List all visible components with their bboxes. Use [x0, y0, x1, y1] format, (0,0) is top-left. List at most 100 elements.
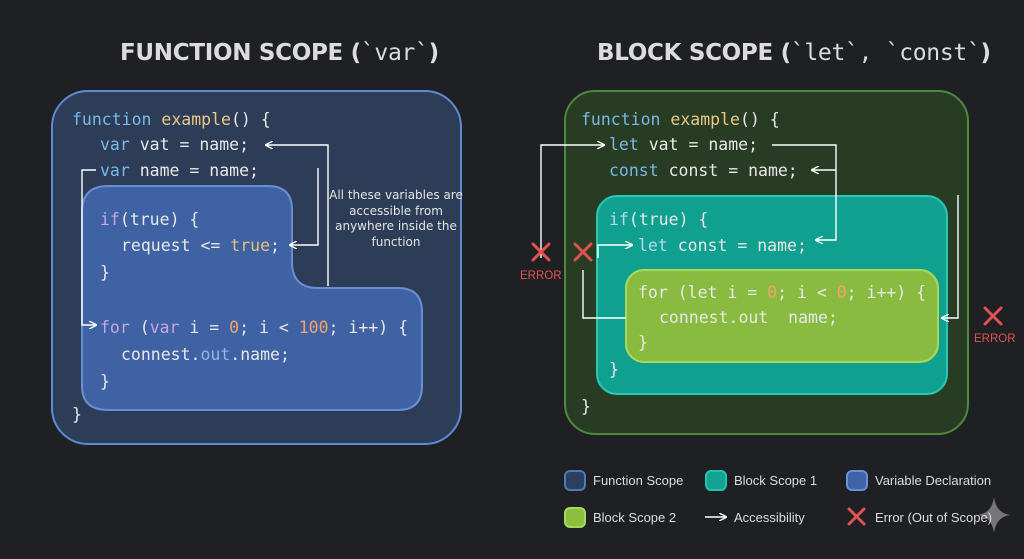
code-text: ; i++) {: [328, 318, 409, 337]
left-title-end: ): [428, 40, 440, 66]
right-code-line-1: function example() {: [581, 110, 780, 130]
code-text: (: [129, 318, 150, 337]
right-title-text: BLOCK SCOPE (: [597, 40, 791, 66]
legend-label-function-scope: Function Scope: [593, 473, 684, 488]
keyword: for: [100, 318, 130, 337]
keyword: if: [100, 210, 120, 229]
right-title-keywords: `let`, `const`: [790, 40, 981, 66]
keyword: function: [72, 110, 152, 129]
left-code-line-3: var name = name;: [100, 161, 259, 181]
legend-label-block-scope-1: Block Scope 1: [734, 473, 818, 488]
code-text: }: [100, 263, 110, 282]
error-x-icons: [531, 242, 1003, 326]
block-scope-2-box: [625, 269, 939, 363]
keyword: var: [100, 135, 130, 154]
left-code-line-4: if(true) {: [100, 210, 199, 230]
code-text: i =: [179, 318, 230, 337]
code-text: request <=: [121, 236, 231, 255]
number: 0: [767, 283, 778, 302]
left-title-text: FUNCTION SCOPE (: [120, 40, 361, 66]
legend-swatch-variable-declaration: [846, 470, 868, 491]
left-code-line-9: }: [100, 372, 110, 392]
legend-label-variable-declaration: Variable Declaration: [875, 473, 992, 488]
code-text: (: [628, 210, 639, 229]
code-text: }: [581, 397, 591, 416]
right-code-line-9: }: [609, 360, 619, 380]
keyword: if: [609, 210, 629, 229]
literal: true: [638, 210, 679, 229]
right-title: BLOCK SCOPE (`let`, `const`): [597, 40, 991, 66]
code-text: const = name;: [658, 161, 798, 180]
error-x-icon: [531, 242, 551, 262]
code-text: name = name;: [129, 161, 259, 180]
number: 100: [298, 318, 329, 337]
left-accessibility-arrows: [81, 145, 329, 325]
right-code-line-2: let vat = name;: [609, 135, 758, 155]
keyword: var: [100, 161, 130, 180]
legend-swatch-block-scope-1: [705, 470, 727, 491]
code-text: connest.: [121, 345, 201, 364]
code-text: vat = name;: [129, 135, 250, 154]
property: out: [200, 345, 231, 364]
code-text: const = name;: [667, 236, 807, 255]
code-text: (let i =: [667, 283, 768, 302]
left-code-line-6: }: [100, 263, 110, 283]
code-text: }: [609, 360, 619, 379]
code-text: .name;: [230, 345, 290, 364]
code-text: ; i <: [777, 283, 837, 302]
accessibility-note: All these variables are accessible from …: [329, 188, 463, 249]
keyword: const: [609, 161, 659, 180]
number: 0: [836, 283, 847, 302]
error-label-left: ERROR: [520, 270, 562, 282]
right-accessibility-arrows: [540, 145, 959, 318]
code-text: ) {: [678, 210, 709, 229]
left-code-line-1: function example() {: [72, 110, 271, 130]
keyword: function: [581, 110, 661, 129]
right-code-line-10: }: [581, 397, 591, 417]
code-text: connest.out name;: [659, 308, 838, 327]
code-text: (: [119, 210, 130, 229]
legend-swatch-function-scope: [564, 470, 586, 491]
code-text: ; i <: [239, 318, 299, 337]
keyword: let: [638, 236, 668, 255]
error-label-right: ERROR: [974, 333, 1016, 345]
literal: true: [129, 210, 170, 229]
right-code-line-3: const const = name;: [609, 161, 798, 181]
left-code-line-8: connest.out.name;: [121, 345, 290, 365]
legend-label-accessibility: Accessibility: [734, 510, 805, 525]
right-code-line-6: for (let i = 0; i < 0; i++) {: [638, 283, 926, 303]
number: 0: [229, 318, 240, 337]
left-code-line-2: var vat = name;: [100, 135, 249, 155]
legend-swatch-block-scope-2: [564, 507, 586, 528]
code-text: }: [638, 333, 648, 352]
keyword: for: [638, 283, 668, 302]
code-text: ) {: [169, 210, 200, 229]
error-x-icon: [983, 306, 1003, 326]
right-code-line-7: connest.out name;: [659, 308, 838, 328]
code-text: () {: [739, 110, 780, 129]
legend-x-icon: [847, 507, 866, 526]
error-x-icon: [573, 242, 593, 262]
keyword: var: [149, 318, 180, 337]
left-title: FUNCTION SCOPE (`var`): [120, 40, 439, 66]
sparkle-icon: [978, 497, 1010, 533]
legend-label-block-scope-2: Block Scope 2: [593, 510, 677, 525]
function-name: example: [161, 110, 231, 129]
left-code-line-10: }: [72, 405, 82, 425]
code-text: () {: [230, 110, 271, 129]
code-text: ; i++) {: [846, 283, 927, 302]
code-text: }: [100, 372, 110, 391]
legend-label-error: Error (Out of Scope): [875, 510, 993, 525]
function-name: example: [670, 110, 740, 129]
code-text: vat = name;: [638, 135, 759, 154]
right-code-line-8: }: [638, 333, 648, 353]
code-text: ;: [270, 236, 280, 255]
keyword: let: [609, 135, 639, 154]
right-code-line-5: let const = name;: [638, 236, 807, 256]
left-code-line-5: request <= true;: [121, 236, 280, 256]
right-code-line-4: if(true) {: [609, 210, 708, 230]
left-block-scope-box: [81, 185, 423, 411]
code-text: }: [72, 405, 82, 424]
literal: true: [230, 236, 271, 255]
